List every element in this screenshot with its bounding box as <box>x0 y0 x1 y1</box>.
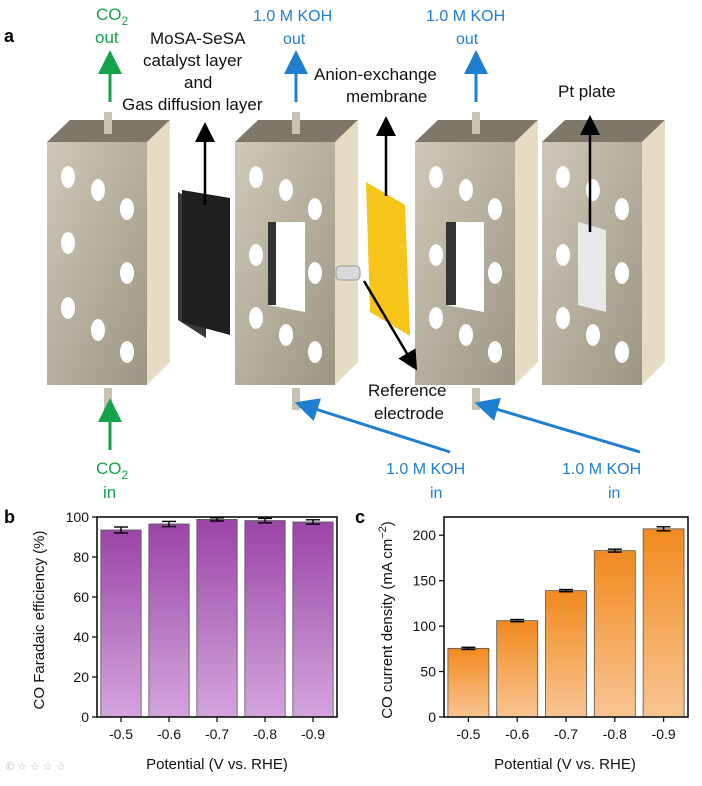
anion-exchange-membrane <box>366 182 410 336</box>
x-tick-label: -0.8 <box>603 726 627 742</box>
koh-in-1-label: 1.0 M KOH <box>386 461 465 478</box>
gas-chamber-plate <box>47 112 170 410</box>
catalyst-label-3: and <box>184 73 212 92</box>
x-tick-label: -0.8 <box>253 726 277 742</box>
panel-letter-b: b <box>4 507 15 527</box>
x-tick-label: -0.9 <box>652 726 676 742</box>
co2-in-label-2: in <box>103 483 116 502</box>
x-tick-label: -0.6 <box>505 726 529 742</box>
bar <box>244 520 286 718</box>
bar <box>148 523 190 718</box>
y-tick-label: 50 <box>420 664 436 680</box>
y-tick-label: 100 <box>66 509 90 525</box>
chart-c-xlabel: Potential (V vs. RHE) <box>494 756 636 773</box>
koh-out-1-label-2: out <box>283 31 306 48</box>
catholyte-plate <box>235 112 361 410</box>
bar <box>447 647 490 718</box>
anolyte-plate <box>415 112 538 410</box>
panel-letter-c: c <box>355 507 365 527</box>
x-tick-label: -0.6 <box>157 726 181 742</box>
koh-in-2-label: 1.0 M KOH <box>562 461 641 478</box>
plot-frame <box>96 516 338 718</box>
reference-label-2: electrode <box>374 404 444 423</box>
koh-in-1-label-2: in <box>430 485 442 502</box>
y-tick-label: 100 <box>413 618 437 634</box>
x-tick-label: -0.5 <box>109 726 133 742</box>
bar <box>100 529 142 718</box>
koh-out-1-label: 1.0 M KOH <box>253 8 332 25</box>
catalyst-label-1: MoSA-SeSA <box>150 29 246 48</box>
bar <box>642 528 685 718</box>
co2-in-label: CO2 <box>96 459 129 482</box>
bar <box>593 550 636 718</box>
catalyst-layer <box>178 190 230 338</box>
bar <box>545 590 587 718</box>
co2-out-label: CO2 <box>96 5 129 28</box>
pt-plate-label: Pt plate <box>558 82 616 101</box>
co2-out-label-2: out <box>95 28 119 47</box>
koh-out-2-label-2: out <box>456 31 479 48</box>
pt-plate-holder <box>542 120 665 385</box>
y-tick-label: 40 <box>73 629 89 645</box>
koh-in-2-label-2: in <box>608 485 620 502</box>
reference-label-1: Reference <box>368 381 446 400</box>
catalyst-label-2: catalyst layer <box>143 51 243 70</box>
catalyst-label-4: Gas diffusion layer <box>122 95 263 114</box>
watermark: © ☆ ☆ ☆ ☆ <box>6 761 66 773</box>
membrane-label-1: Anion-exchange <box>314 65 437 84</box>
x-tick-label: -0.7 <box>205 726 229 742</box>
x-tick-label: -0.7 <box>554 726 578 742</box>
y-tick-label: 150 <box>413 573 437 589</box>
koh-in-arrow-1 <box>294 398 451 454</box>
plot-frame <box>443 516 689 718</box>
chart-c-ylabel: CO current density (mA cm−2) <box>377 521 396 719</box>
y-tick-label: 60 <box>73 589 89 605</box>
x-tick-label: -0.9 <box>301 726 325 742</box>
y-tick-label: 200 <box>413 527 437 543</box>
bar <box>292 521 334 718</box>
y-tick-label: 0 <box>428 709 436 725</box>
reference-pointer <box>362 280 418 371</box>
koh-in-arrow-2 <box>474 397 641 454</box>
panel-letter-a: a <box>4 26 15 46</box>
y-tick-label: 20 <box>73 669 89 685</box>
x-tick-label: -0.5 <box>456 726 480 742</box>
current-density-chart: 0 50 100 150 200 -0.5 -0.6 -0.7 -0.8 -0.9 <box>413 516 689 742</box>
bar <box>496 620 539 718</box>
y-tick-label: 80 <box>73 549 89 565</box>
membrane-label-2: membrane <box>346 87 427 106</box>
bar <box>196 519 238 718</box>
y-tick-label: 0 <box>81 709 89 725</box>
koh-out-2-label: 1.0 M KOH <box>426 8 505 25</box>
faradaic-efficiency-chart: 0 20 40 60 80 100 -0.5 -0.6 -0.7 -0.8 -0.9 <box>66 509 338 742</box>
chart-b-ylabel: CO Faradaic efficiency (%) <box>31 531 48 710</box>
chart-b-xlabel: Potential (V vs. RHE) <box>146 756 288 773</box>
